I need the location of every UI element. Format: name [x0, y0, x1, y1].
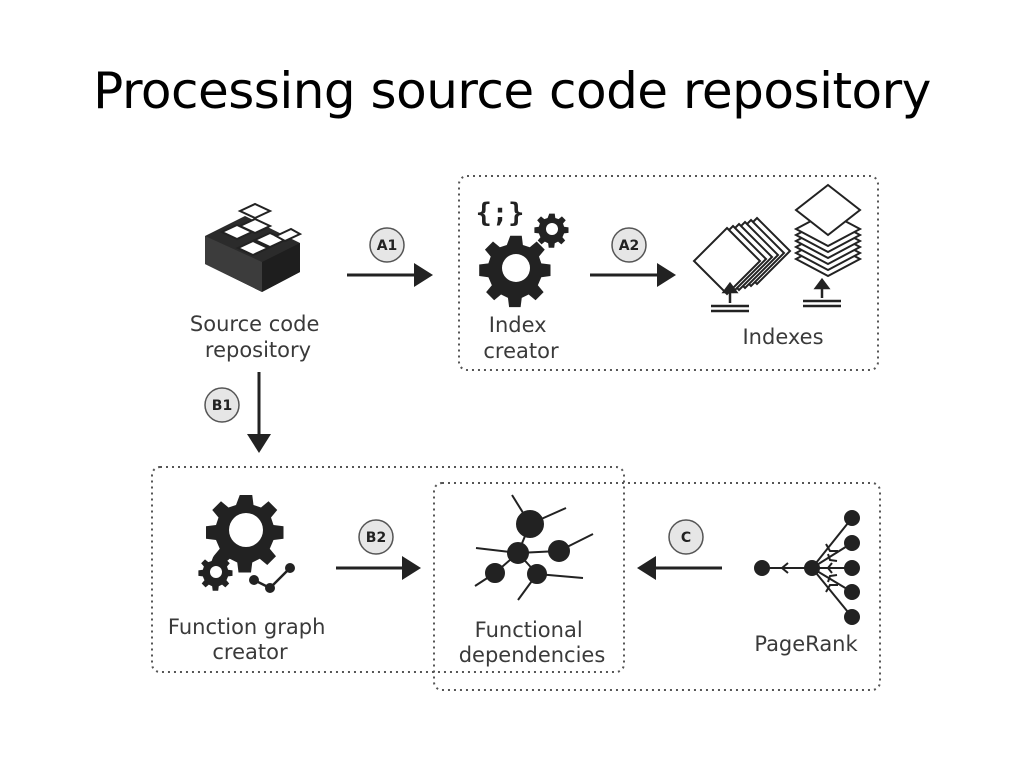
badge-a2-label: A2	[619, 238, 640, 254]
source-repo-label-line1: Source code	[190, 312, 319, 336]
arrow-b2	[336, 556, 421, 580]
badge-a1-label: A1	[377, 238, 398, 254]
index-group-box	[458, 175, 879, 371]
function-graph-gear-small-icon	[198, 556, 233, 591]
repository-blocks-icon	[205, 202, 303, 292]
index-creator-label: Index creator	[483, 313, 559, 363]
source-repo-label-line2: repository	[205, 338, 311, 362]
index-stack-right-arrow-icon	[803, 277, 841, 308]
functional-dependencies-label-line1: Functional	[475, 618, 583, 642]
index-stack-right-icon	[793, 183, 863, 278]
functional-dependencies-label: Functional dependencies	[459, 618, 606, 667]
source-repo-label: Source code repository	[190, 312, 326, 362]
badge-b2: B2	[358, 519, 394, 555]
dependencies-group-box	[433, 482, 881, 691]
badge-b2-label: B2	[366, 530, 386, 546]
arrow-a2	[590, 263, 676, 287]
dependency-network-icon	[474, 494, 594, 601]
badge-c-label: C	[681, 530, 691, 546]
index-creator-label-line1: Index	[489, 313, 547, 337]
slide-title: Processing source code repository	[93, 62, 931, 120]
function-graph-creator-label: Function graph creator	[168, 615, 332, 664]
pagerank-label: PageRank	[754, 632, 858, 656]
index-creator-gear-small-icon	[534, 213, 569, 248]
function-graph-mini-graph-icon	[249, 563, 295, 593]
badge-c: C	[668, 519, 704, 555]
arrow-b1	[247, 372, 271, 453]
index-stack-left-arrow-icon	[711, 281, 749, 313]
badge-b1-label: B1	[212, 398, 232, 414]
function-graph-creator-label-line1: Function graph	[168, 615, 325, 639]
functional-dependencies-label-line2: dependencies	[459, 643, 606, 667]
function-graph-creator-label-line2: creator	[212, 640, 288, 664]
index-stack-left-icon	[692, 216, 792, 296]
arrow-c	[637, 556, 722, 580]
arrow-a1	[347, 263, 433, 287]
pagerank-fan-icon	[754, 510, 860, 625]
index-creator-gear-large-icon	[479, 235, 551, 308]
function-graph-gear-large-icon	[206, 495, 284, 573]
function-graph-group-box	[151, 466, 625, 673]
badge-a2: A2	[611, 227, 647, 263]
badge-b1: B1	[204, 387, 240, 423]
index-creator-label-line2: creator	[483, 339, 559, 363]
indexes-label: Indexes	[742, 325, 823, 349]
code-braces-icon: {;}	[476, 198, 525, 229]
badge-a1: A1	[369, 227, 405, 263]
